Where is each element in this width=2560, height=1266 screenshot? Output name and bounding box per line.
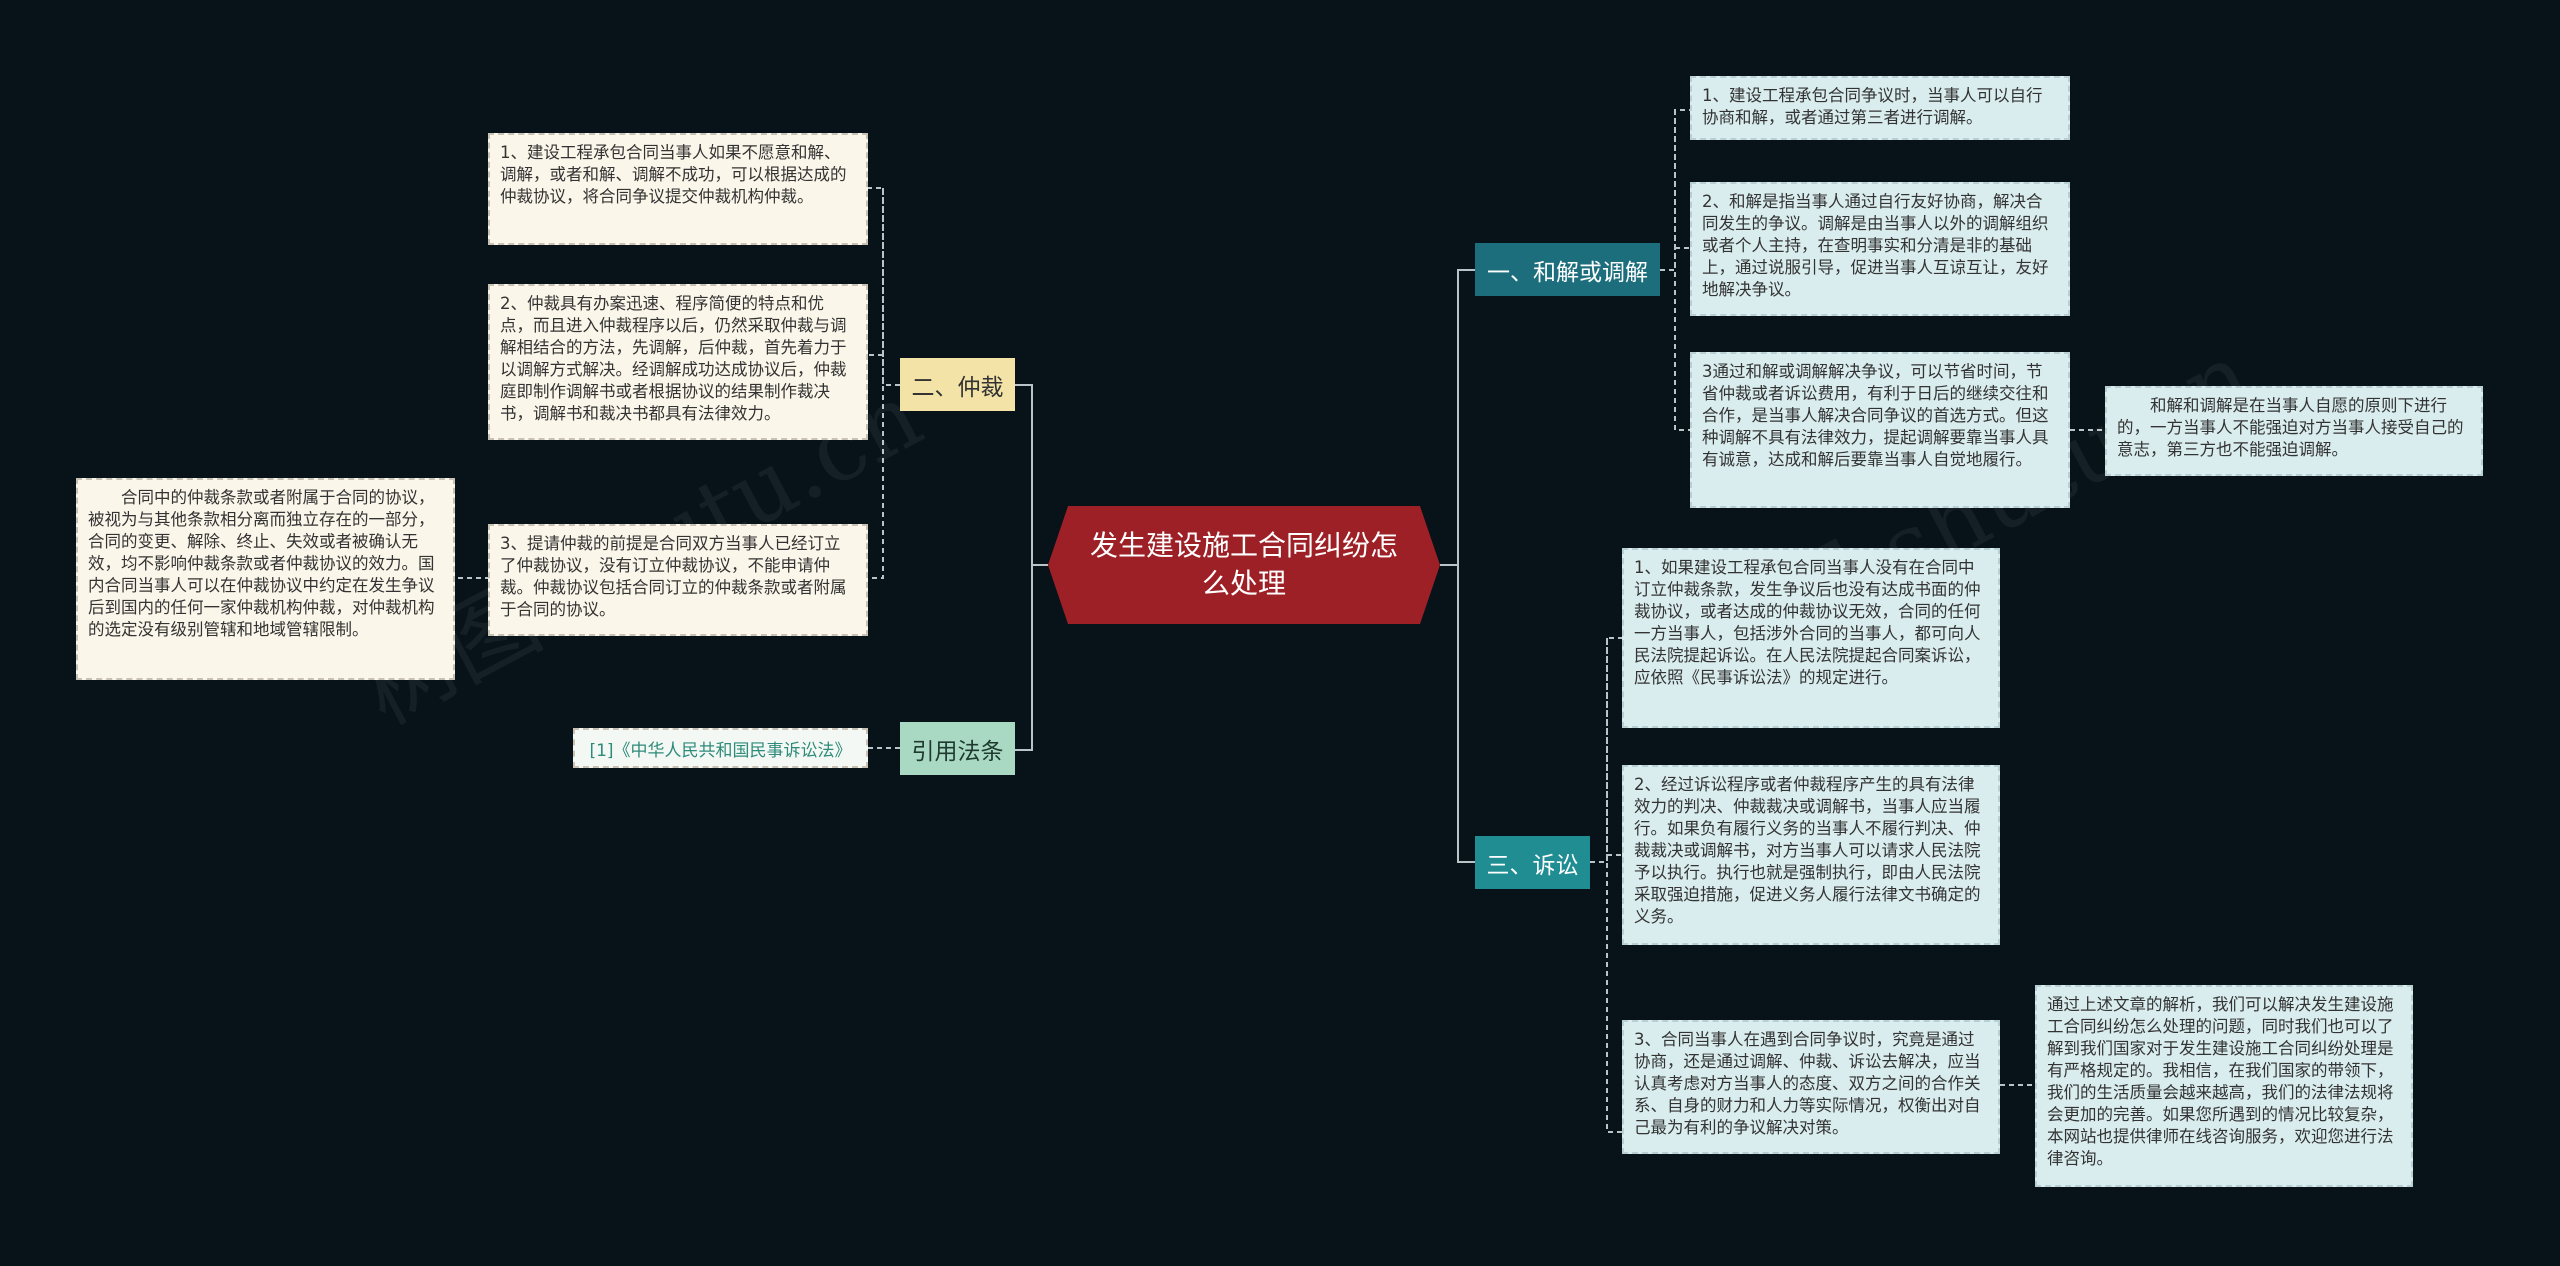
arbitration-item-2[interactable]: 2、仲裁具有办案迅速、程序简便的特点和优点，而且进入仲裁程序以后，仍然采取仲裁与… bbox=[488, 284, 868, 440]
mediation-item-3[interactable]: 3通过和解或调解解决争议，可以节省时间，节省仲裁或者诉讼费用，有利于日后的继续交… bbox=[1690, 352, 2070, 508]
branch-citation[interactable]: 引用法条 bbox=[900, 722, 1015, 775]
litigation-item-1[interactable]: 1、如果建设工程承包合同当事人没有在合同中订立仲裁条款，发生争议后也没有达成书面… bbox=[1622, 548, 2000, 728]
citation-link[interactable]: [1]《中华人民共和国民事诉讼法》 bbox=[573, 728, 868, 768]
branch-citation-label: 引用法条 bbox=[911, 738, 1004, 765]
branch-mediation-label: 一、和解或调解 bbox=[1487, 259, 1648, 286]
mediation-sub-note[interactable]: 和解和调解是在当事人自愿的原则下进行的，一方当事人不能强迫对方当事人接受自己的意… bbox=[2105, 386, 2483, 476]
branch-mediation[interactable]: 一、和解或调解 bbox=[1475, 243, 1660, 296]
litigation-item-2[interactable]: 2、经过诉讼程序或者仲裁程序产生的具有法律效力的判决、仲裁裁决或调解书，当事人应… bbox=[1622, 765, 2000, 945]
branch-arbitration[interactable]: 二、仲裁 bbox=[900, 358, 1015, 411]
root-label: 发生建设施工合同纠纷怎么处理 bbox=[1089, 529, 1398, 600]
litigation-sub-note[interactable]: 通过上述文章的解析，我们可以解决发生建设施工合同纠纷怎么处理的问题，同时我们也可… bbox=[2035, 985, 2413, 1187]
arbitration-item-1[interactable]: 1、建设工程承包合同当事人如果不愿意和解、调解，或者和解、调解不成功，可以根据达… bbox=[488, 133, 868, 245]
branch-arbitration-label: 二、仲裁 bbox=[911, 374, 1004, 401]
litigation-item-3[interactable]: 3、合同当事人在遇到合同争议时，究竟是通过协商，还是通过调解、仲裁、诉讼去解决，… bbox=[1622, 1020, 2000, 1154]
root-topic[interactable]: 发生建设施工合同纠纷怎么处理 bbox=[1048, 506, 1440, 624]
arbitration-item-3[interactable]: 3、提请仲裁的前提是合同双方当事人已经订立了仲裁协议，没有订立仲裁协议，不能申请… bbox=[488, 524, 868, 636]
citation-text: [1]《中华人民共和国民事诉讼法》 bbox=[589, 740, 852, 761]
arbitration-sub-note[interactable]: 合同中的仲裁条款或者附属于合同的协议，被视为与其他条款相分离而独立存在的一部分，… bbox=[76, 478, 455, 680]
mediation-item-1[interactable]: 1、建设工程承包合同争议时，当事人可以自行协商和解，或者通过第三者进行调解。 bbox=[1690, 76, 2070, 140]
branch-litigation[interactable]: 三、诉讼 bbox=[1475, 836, 1590, 889]
branch-litigation-label: 三、诉讼 bbox=[1486, 852, 1579, 879]
mediation-item-2[interactable]: 2、和解是指当事人通过自行友好协商，解决合同发生的争议。调解是由当事人以外的调解… bbox=[1690, 182, 2070, 316]
